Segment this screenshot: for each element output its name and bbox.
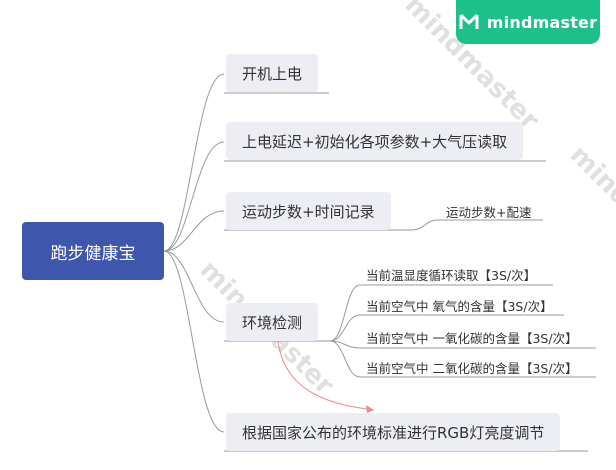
connector-line [410, 219, 439, 231]
connector-line [329, 314, 361, 342]
connector-line [163, 250, 225, 323]
topic-rgb-adjust[interactable]: 根据国家公布的环境标准进行RGB灯亮度调节 [226, 413, 561, 451]
subtopic-temp-humidity[interactable]: 当前温显度循环读取【3S/次】 [366, 267, 537, 283]
connector-line [163, 141, 225, 252]
connector-line [329, 340, 361, 378]
topic-init-params[interactable]: 上电延迟+初始化各项参数+大气压读取 [226, 122, 524, 160]
subtopic-carbon-monoxide[interactable]: 当前空气中 一氧化碳的含量【3S/次】 [366, 330, 578, 346]
connector-line [163, 73, 225, 252]
connector-line [163, 250, 225, 433]
connector-line [329, 284, 361, 342]
subtopic-oxygen[interactable]: 当前空气中 氧气的含量【3S/次】 [366, 298, 553, 314]
mindmaster-badge: mindmaster [456, 0, 600, 44]
subtopic-steps-pace[interactable]: 运动步数+配速 [446, 204, 532, 220]
relationship-arrow [277, 340, 375, 411]
topic-power-on[interactable]: 开机上电 [226, 54, 319, 92]
relationship-arrowhead [366, 405, 374, 413]
topic-environment[interactable]: 环境检测 [226, 303, 319, 341]
topic-steps-time[interactable]: 运动步数+时间记录 [226, 192, 391, 230]
root-topic[interactable]: 跑步健康宝 [22, 222, 164, 280]
subtopic-carbon-dioxide[interactable]: 当前空气中 二氧化碳的含量【3S/次】 [366, 360, 578, 376]
connector-line [163, 210, 225, 252]
mindmaster-logo-icon [459, 14, 479, 29]
brand-name: mindmaster [486, 12, 598, 32]
